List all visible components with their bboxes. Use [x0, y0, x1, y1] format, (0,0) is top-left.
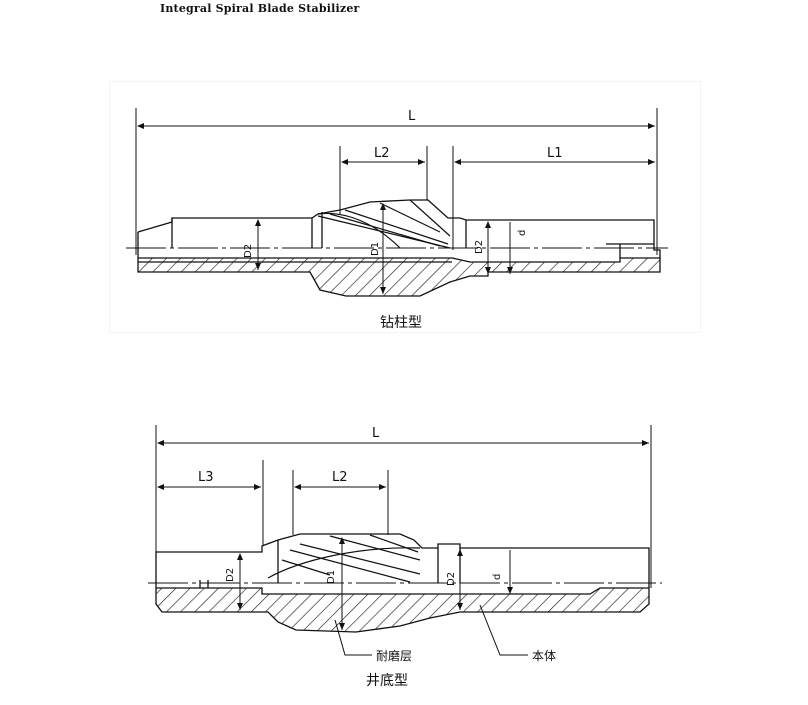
top-label-L1: L1 [547, 146, 563, 161]
top-spiral-blades [317, 199, 451, 249]
bottom-label-d: d [492, 574, 503, 580]
page-title: Integral Spiral Blade Stabilizer [160, 2, 360, 15]
bottom-label-D2b: D2 [446, 572, 457, 586]
callout-leaders [334, 604, 528, 656]
bottom-dimension-L [155, 425, 652, 588]
top-label-D2b: D2 [474, 240, 485, 254]
top-label-L2: L2 [374, 146, 390, 161]
top-body-outline [137, 199, 661, 258]
top-label-d: d [517, 230, 528, 236]
bottom-caption: 井底型 [366, 673, 408, 689]
top-body-section [137, 257, 661, 297]
bottom-label-L3: L3 [198, 470, 214, 485]
bottom-label-L2: L2 [332, 470, 348, 485]
bottom-label-D2a: D2 [225, 568, 236, 582]
bottom-body-section [155, 587, 650, 633]
body-callout: 本体 [532, 649, 557, 663]
bottom-dimension-L3 [157, 460, 264, 545]
bottom-label-D1: D1 [326, 570, 337, 584]
top-label-L: L [408, 109, 416, 124]
top-dimension-L1 [452, 146, 655, 250]
top-caption: 钻柱型 [380, 315, 422, 331]
wear-layer-callout: 耐磨层 [376, 649, 413, 663]
top-label-D1: D1 [370, 242, 381, 256]
top-dimension-L2 [339, 146, 428, 215]
bottom-dimension-L2 [292, 470, 389, 535]
bottom-spiral-blades [267, 534, 421, 583]
bottom-label-L: L [372, 426, 380, 441]
top-dimension-L [135, 108, 658, 255]
top-label-D2a: D2 [243, 244, 254, 258]
